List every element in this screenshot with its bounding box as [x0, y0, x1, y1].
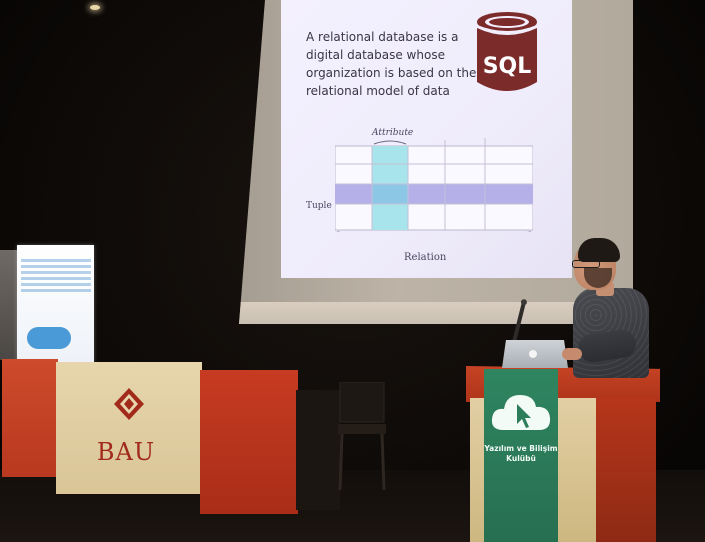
club-name-line: Kulübü — [506, 454, 536, 463]
ceiling-light — [90, 5, 100, 10]
banner-graphic — [21, 259, 91, 293]
cloud-cursor-icon — [491, 395, 551, 430]
slide-definition-text: A relational database is a digital datab… — [306, 28, 477, 100]
club-name-line: Yazılım ve Bilişim — [484, 444, 558, 453]
club-name-text: Yazılım ve Bilişim Kulübü — [484, 444, 558, 464]
chair — [338, 382, 386, 491]
desk-red-panel-right — [200, 370, 298, 514]
relation-table-diagram — [335, 138, 533, 232]
slide-text-line: relational model of data — [306, 84, 450, 98]
attribute-label: Attribute — [372, 128, 414, 138]
bau-emblem-icon — [114, 388, 144, 420]
tuple-label: Tuple — [306, 201, 332, 211]
speaker-hair — [578, 238, 620, 262]
slide-text-line: A relational database is a — [306, 30, 459, 44]
speaker-hand — [562, 348, 582, 360]
desk-red-panel-left — [2, 359, 58, 477]
glasses — [572, 260, 600, 268]
slide-text-line: digital database whose — [306, 48, 445, 62]
sql-logo-text: SQL — [482, 54, 532, 79]
sql-database-icon — [476, 12, 538, 91]
slide-text-line: organization is based on the — [306, 66, 477, 80]
relation-label: Relation — [404, 252, 447, 263]
podium-side — [596, 398, 656, 542]
laptop — [502, 340, 568, 368]
cloud-icon — [27, 327, 71, 349]
bau-logo-text: BAU — [96, 438, 156, 466]
roll-up-banner — [17, 245, 94, 363]
desk-side — [296, 390, 340, 510]
desk-cream-panel — [56, 362, 202, 494]
speaker-beard — [584, 268, 612, 288]
